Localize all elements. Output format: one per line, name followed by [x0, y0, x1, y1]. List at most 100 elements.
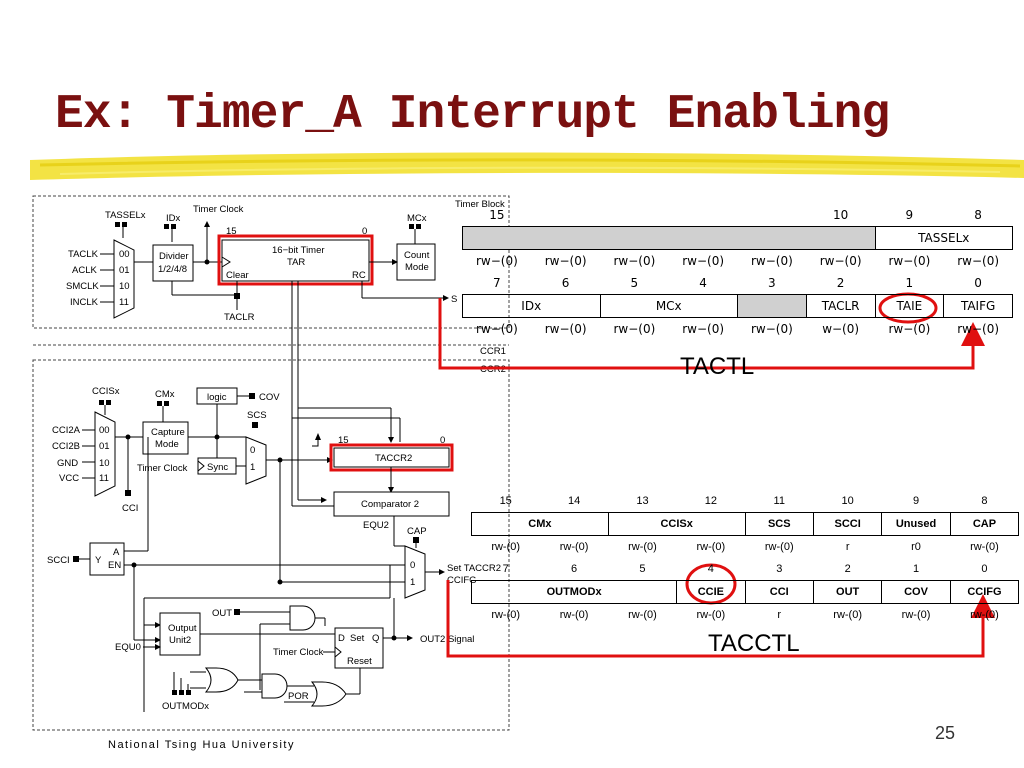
capture-input-mux [94, 411, 116, 497]
count-mode-line2: Mode [405, 262, 429, 273]
ccis-code-11: 11 [99, 473, 109, 484]
timer-tar-box [221, 239, 370, 282]
tacctl-low-access-row: rw-(0) rw-(0) rw-(0) rw-(0) r rw-(0) rw-… [472, 604, 1019, 627]
and-gate-top [289, 605, 316, 631]
tactl-taclr-field: TACLR [805, 294, 876, 318]
timer-block-frame [32, 195, 510, 329]
tactl-high-field-row: TASSELx [462, 226, 1013, 250]
capture-mode-line2: Mode [155, 439, 179, 450]
divider-title: Divider [159, 251, 189, 262]
latch-y: Y [95, 555, 102, 566]
access-type: rw-(0) [833, 609, 862, 621]
access-type: rw−(0) [682, 254, 725, 268]
ccr-bit-0: 0 [440, 435, 445, 446]
bit-number: 15 [489, 208, 505, 222]
tacctl-high-field-row: CMx CCISx SCS SCCI Unused CAP [471, 512, 1020, 536]
tactl-taifg-field: TAIFG [943, 294, 1013, 318]
tactl-low-access-row: rw−(0) rw−(0) rw−(0) rw−(0) rw−(0) w−(0)… [463, 318, 1013, 341]
bit-number: 10 [832, 208, 849, 222]
access-type: r [777, 609, 782, 621]
access-type: rw−(0) [613, 254, 656, 268]
timer-name: 16−bit Timer [272, 245, 325, 256]
ccis-code-01: 01 [99, 441, 110, 452]
tacctl-ccie-field: CCIE [676, 580, 746, 604]
access-type: rw−(0) [475, 322, 518, 336]
timer-register: TAR [287, 257, 305, 268]
tacctl-cov-field: COV [881, 580, 951, 604]
access-type: r [845, 541, 850, 553]
access-type: rw−(0) [475, 254, 518, 268]
capture-mode-line1: Capture [151, 427, 185, 438]
capture-mode-box [142, 421, 189, 455]
tactl-arrow [438, 298, 985, 370]
or-gate-left [204, 667, 239, 693]
tactl-idx-field: IDx [462, 294, 601, 318]
tacctl-high-access-row: rw-(0) rw-(0) rw-(0) rw-(0) rw-(0) r r0 … [472, 536, 1019, 559]
tactl-taie-field: TAIE [874, 294, 945, 318]
access-type: rw−(0) [888, 254, 931, 268]
bit-number: 9 [905, 208, 914, 222]
tacctl-register-name: TACCTL [708, 630, 800, 657]
tactl-high-bit-row: 15 10 9 8 [463, 204, 1013, 227]
tactl-low-bit-row: 7 6 5 4 3 2 1 0 [463, 272, 1013, 295]
ff-reset: Reset [347, 656, 372, 667]
tacctl-cci-field: CCI [744, 580, 814, 604]
bit-number [600, 204, 669, 227]
ccr-block-frame [32, 359, 510, 731]
bit-number: 10 [841, 495, 854, 507]
ff-d: D [338, 633, 345, 644]
bit-number: 15 [499, 495, 512, 507]
tacctl-cap-field: CAP [949, 512, 1020, 536]
outmodx-label: OUTMODx [162, 701, 209, 712]
scci-label: SCCI [47, 555, 70, 566]
equ2-label: EQU2 [363, 520, 389, 531]
scs-code-1: 1 [250, 462, 255, 473]
access-type: rw-(0) [970, 541, 999, 553]
access-type: r0 [911, 541, 921, 553]
bit-number: 6 [561, 276, 570, 290]
scs-label: SCS [247, 410, 267, 421]
cci-label: CCI [122, 503, 138, 514]
slide-title: Ex: Timer_A Interrupt Enabling [55, 88, 890, 142]
access-type: rw-(0) [628, 541, 657, 553]
set-flag-label: Set TACCR2 [447, 563, 501, 574]
ccifg-mux [404, 545, 426, 599]
tactl-low-field-row: IDx MCx TACLR TAIE TAIFG [462, 294, 1013, 318]
input-vcc: VCC [59, 473, 79, 484]
ff-timer-clock: Timer Clock [273, 647, 324, 658]
bit-number: 5 [630, 276, 639, 290]
access-type: rw−(0) [819, 254, 862, 268]
scs-code-0: 0 [250, 445, 255, 456]
bit-number [531, 204, 600, 227]
access-type: rw-(0) [696, 609, 726, 621]
bit-number: 6 [571, 563, 578, 575]
comparator-label: Comparator 2 [361, 499, 419, 510]
bit-number: 4 [707, 563, 714, 575]
bit-number: 13 [636, 495, 649, 507]
tacctl-ccifg-field: CCIFG [949, 580, 1020, 604]
out-mux-code-1: 1 [410, 577, 415, 588]
input-cci2a: CCI2A [52, 425, 81, 436]
timer-block-label: Timer Block [455, 199, 505, 210]
input-aclk: ACLK [72, 265, 97, 276]
clock-select-mux [113, 239, 135, 319]
equ0-label: EQU0 [115, 642, 141, 653]
tactl-register-name: TACTL [680, 353, 755, 380]
logic-label: logic [207, 392, 227, 403]
taccr2-label: TACCR2 [375, 453, 412, 464]
bit-number: 4 [699, 276, 707, 290]
page-number: 25 [935, 723, 956, 743]
bit-number: 3 [776, 563, 783, 575]
tacctl-outmodx-field: OUTMODx [470, 580, 678, 604]
bit-number: 5 [639, 563, 646, 575]
mux-code-10: 10 [119, 281, 130, 292]
scci-latch [89, 542, 125, 576]
flip-flop-box [334, 627, 384, 669]
bit-number: 14 [567, 495, 581, 507]
tactl-mcx-field: MCx [599, 294, 738, 318]
idx-label: IDx [166, 213, 181, 224]
tasselx-label: TASSELx [105, 210, 146, 221]
bit-number: 11 [773, 495, 785, 507]
